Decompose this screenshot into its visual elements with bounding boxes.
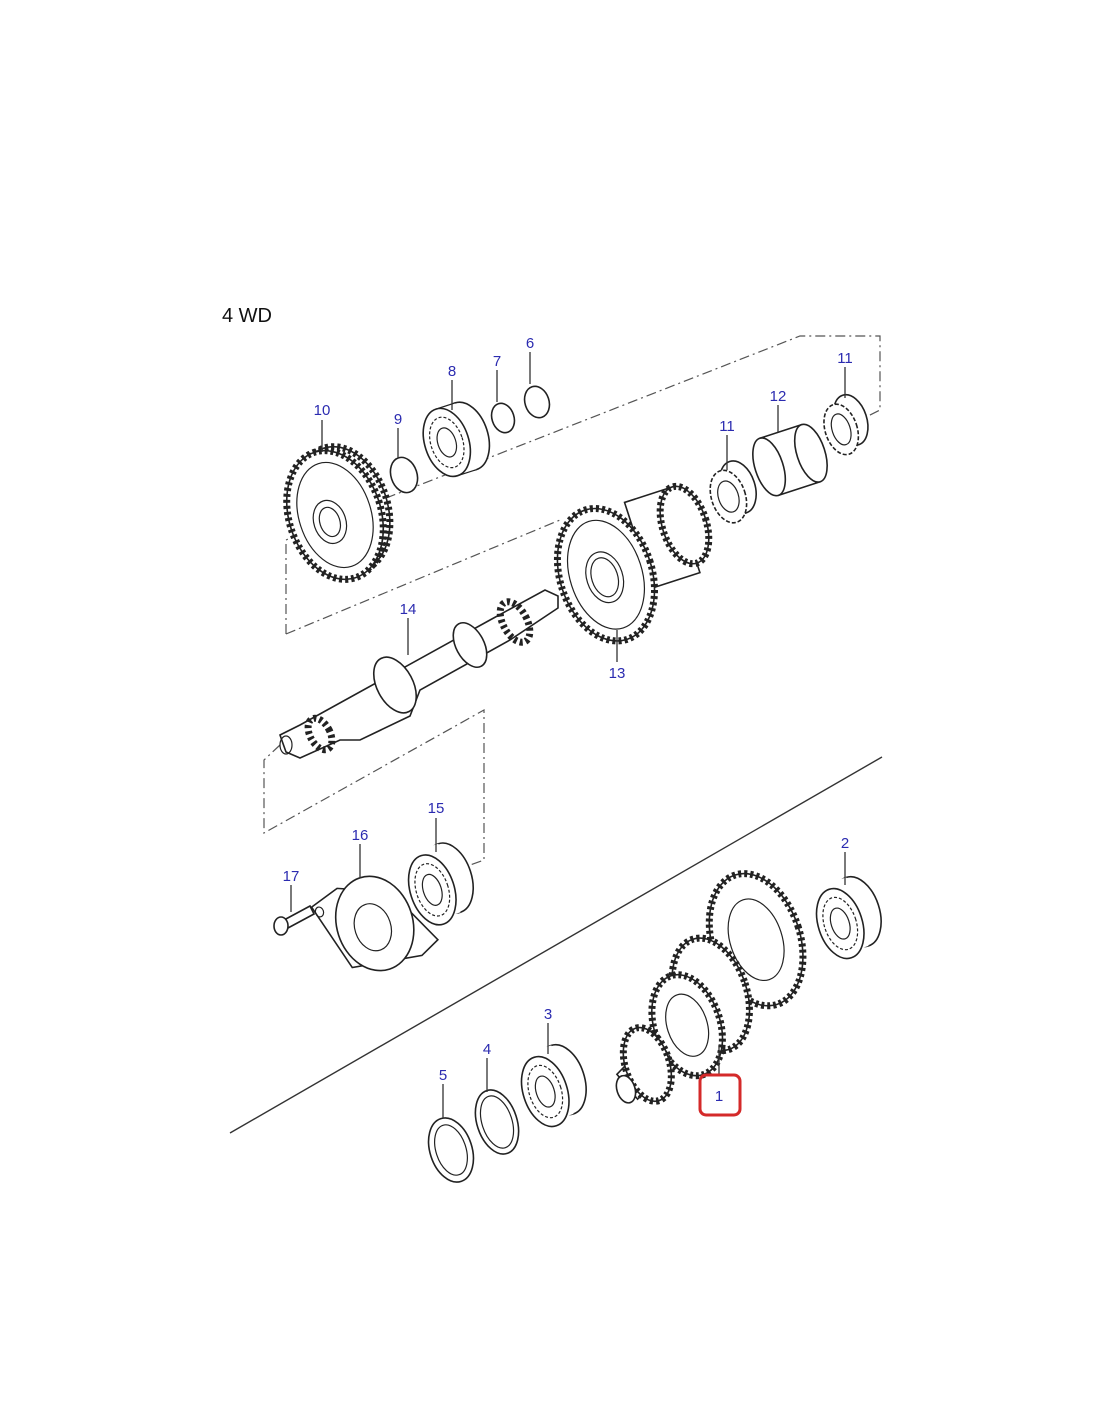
leader-lines — [290, 352, 846, 1118]
callout-11-front[interactable]: 11 — [719, 418, 735, 435]
part-3-bearing[interactable] — [511, 1039, 596, 1133]
callout-15[interactable]: 15 — [428, 800, 445, 817]
part-14-mainshaft[interactable] — [279, 589, 559, 759]
part-11-needle-bearing-rear[interactable] — [816, 390, 876, 459]
callout-16[interactable]: 16 — [352, 827, 369, 844]
part-1-countershaft-gear-cluster[interactable] — [565, 861, 836, 1112]
callout-12[interactable]: 12 — [770, 388, 787, 405]
part-8-bearing[interactable] — [415, 396, 497, 482]
part-15-bearing[interactable] — [398, 837, 483, 931]
part-13-gear-cluster[interactable] — [541, 475, 733, 653]
part-12-sleeve[interactable] — [746, 420, 833, 499]
callout-9[interactable]: 9 — [394, 411, 402, 428]
callout-2[interactable]: 2 — [841, 835, 849, 852]
diagram-title: 4 WD — [222, 305, 272, 327]
callout-5[interactable]: 5 — [439, 1067, 447, 1084]
part-6-circlip[interactable] — [521, 383, 554, 421]
part-11-needle-bearing-front[interactable] — [702, 456, 764, 527]
assembly-outline-lower — [263, 708, 485, 866]
part-10-gear[interactable] — [271, 435, 407, 592]
callout-13[interactable]: 13 — [609, 665, 626, 682]
part-7-washer[interactable] — [488, 400, 518, 435]
callout-1[interactable]: 1 — [715, 1088, 723, 1105]
part-17-bolt[interactable] — [273, 904, 316, 936]
callout-11-rear[interactable]: 11 — [837, 350, 853, 367]
section-divider-line — [229, 756, 883, 1134]
callout-10[interactable]: 10 — [314, 402, 331, 419]
part-2-bearing[interactable] — [806, 871, 891, 965]
callout-6[interactable]: 6 — [526, 335, 534, 352]
part-9-circlip[interactable] — [386, 454, 422, 496]
callout-4[interactable]: 4 — [483, 1041, 491, 1058]
callout-7[interactable]: 7 — [493, 353, 501, 370]
part-16-bearing-retainer[interactable] — [308, 861, 442, 986]
part-5-ring[interactable] — [421, 1112, 481, 1188]
selected-callout-highlight — [698, 1073, 742, 1117]
callout-3[interactable]: 3 — [544, 1006, 552, 1023]
callout-8[interactable]: 8 — [448, 363, 456, 380]
callout-17[interactable]: 17 — [283, 868, 300, 885]
callout-14[interactable]: 14 — [400, 601, 417, 618]
part-4-shim[interactable] — [468, 1084, 526, 1159]
